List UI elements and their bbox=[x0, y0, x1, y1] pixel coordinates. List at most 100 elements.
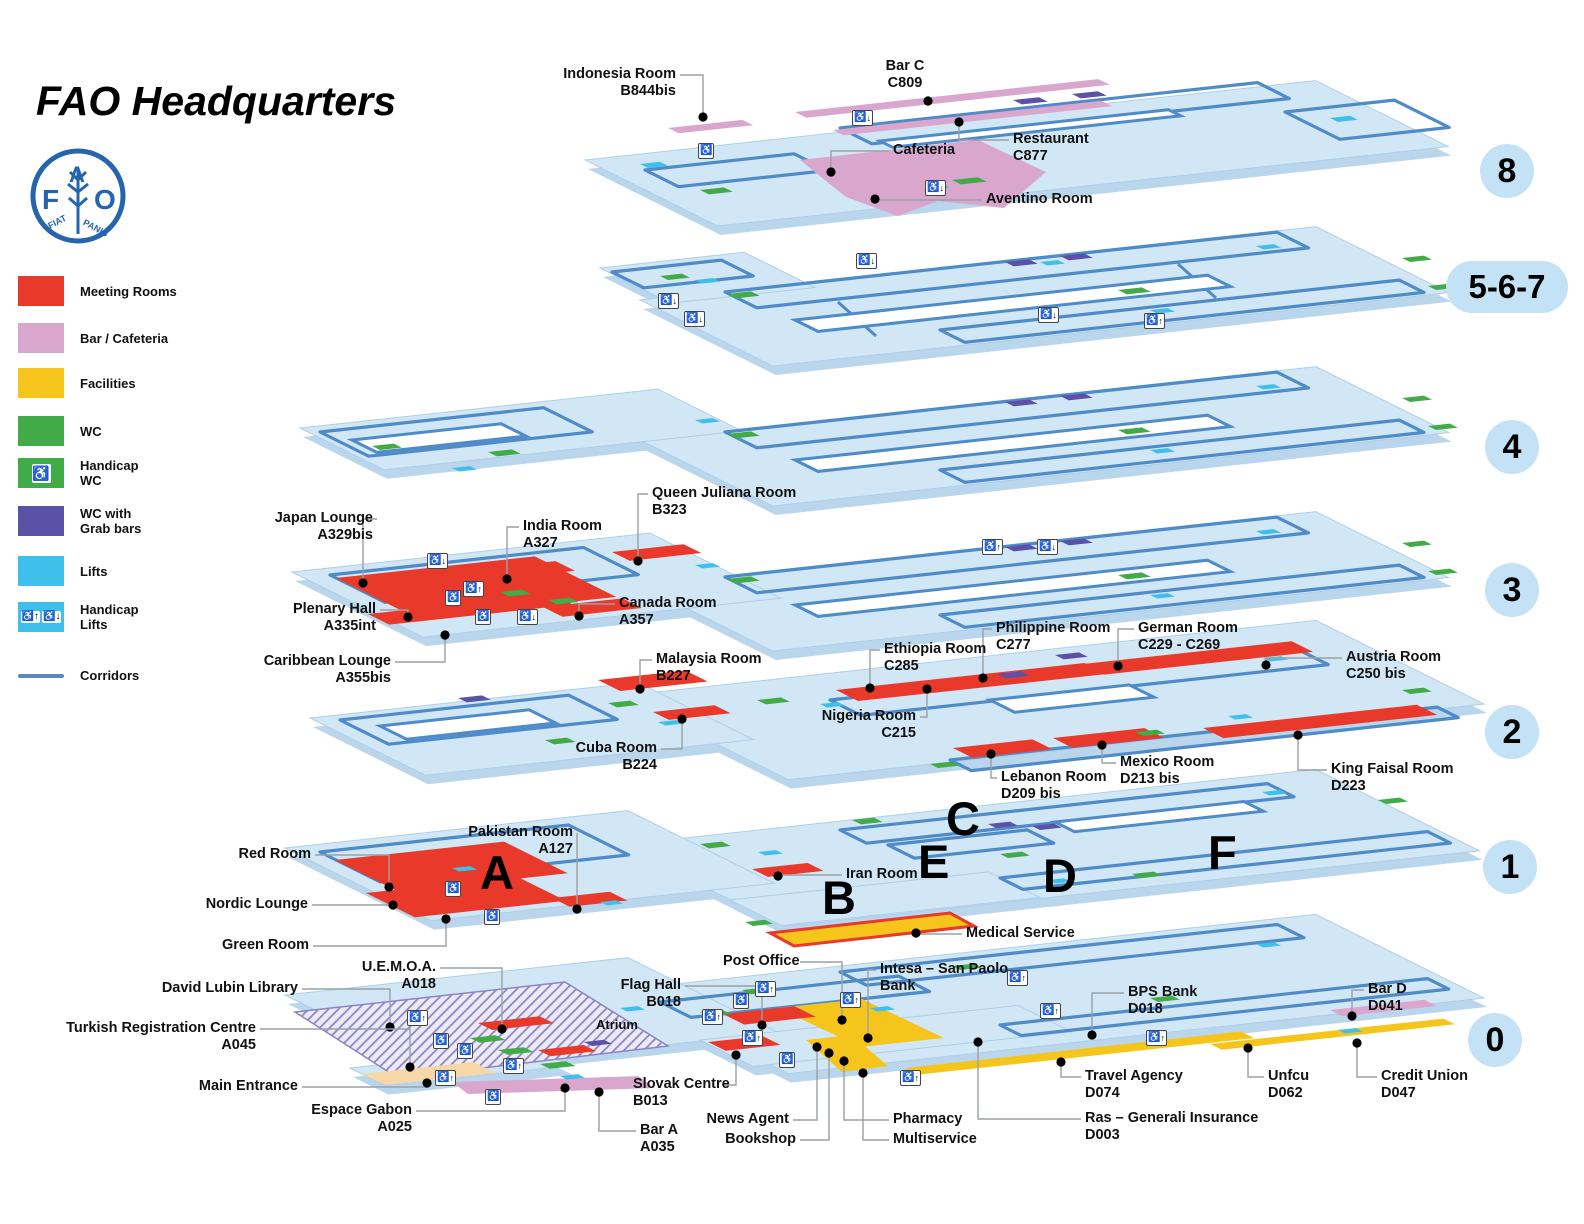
room-name: Espace Gabon bbox=[311, 1102, 412, 1118]
leader-line bbox=[416, 1088, 566, 1112]
room-name: Nordic Lounge bbox=[205, 896, 308, 912]
floor-3-purple-patch bbox=[1060, 538, 1093, 546]
legend-label: Bar / Cafeteria bbox=[80, 330, 169, 346]
floor-5-6-7-green-patch bbox=[1118, 287, 1151, 295]
leader-line bbox=[1356, 1043, 1377, 1078]
leader-line bbox=[867, 969, 876, 1038]
handicap-wc-icon: ♿ bbox=[445, 590, 462, 606]
leader-line bbox=[958, 122, 1009, 141]
handicap-lift-up-icon: ♿↑ bbox=[1040, 1003, 1061, 1019]
room-name: Nigeria Room bbox=[821, 708, 916, 724]
fao-logo: F O A FIAT PANIS bbox=[30, 148, 126, 244]
floor-4-green-patch bbox=[488, 449, 521, 457]
floor-1-corridor-loop bbox=[998, 829, 1453, 892]
floor-0-area bbox=[806, 1035, 888, 1072]
floor-1-cyan-patch bbox=[600, 900, 623, 906]
floor-1-red-patch bbox=[366, 876, 566, 918]
floor-1-cyan-patch bbox=[1048, 878, 1071, 884]
floor-2-red-patch bbox=[598, 670, 708, 691]
building-letter-a: A bbox=[480, 846, 514, 899]
leader-line bbox=[1351, 989, 1364, 1016]
room-name: Queen Juliana Room bbox=[652, 485, 797, 501]
location-dot bbox=[824, 1048, 834, 1058]
floor-8-pink-patch bbox=[668, 119, 754, 134]
handicap-lift-down-icon: ♿↓ bbox=[427, 553, 448, 569]
legend-item-lifts: Lifts bbox=[18, 556, 107, 586]
handicap-lift-up-icon: ♿↑ bbox=[435, 1070, 456, 1086]
room-code: A335int bbox=[323, 618, 376, 634]
room-name: Aventino Room bbox=[986, 191, 1093, 207]
handicap-lift-down-icon: ♿↓ bbox=[517, 609, 538, 625]
handicap-wc-icon: ♿ bbox=[433, 1033, 450, 1049]
room-code: C877 bbox=[1013, 148, 1048, 164]
location-dot bbox=[812, 1042, 822, 1052]
floor-badge-0: 0 bbox=[1468, 1013, 1522, 1067]
legend-swatch: ♿↑♿↓ bbox=[18, 602, 64, 632]
handicap-lift-down-icon: ♿↓ bbox=[856, 253, 877, 269]
room-code: C277 bbox=[996, 637, 1031, 653]
page-title: FAO Headquarters bbox=[36, 78, 396, 124]
svg-text:O: O bbox=[94, 184, 116, 215]
location-dot bbox=[441, 914, 451, 924]
floor-8-purple-patch bbox=[1013, 97, 1048, 105]
room-code: A035 bbox=[640, 1139, 675, 1155]
floor-3-cyan-patch bbox=[1150, 593, 1175, 599]
floor-3-red-patch bbox=[612, 544, 702, 561]
room-code: D074 bbox=[1085, 1085, 1120, 1101]
leader-line bbox=[1101, 745, 1116, 764]
floor-1-area bbox=[765, 911, 979, 948]
floor-0-cyan-patch bbox=[560, 1074, 585, 1080]
floor-5-6-7-cyan-patch bbox=[1040, 260, 1065, 266]
floor-1-green-patch bbox=[700, 841, 731, 849]
leader-line bbox=[661, 719, 683, 750]
room-code: D213 bis bbox=[1120, 771, 1180, 787]
room-code: D018 bbox=[1128, 1001, 1163, 1017]
floor-2-green-patch bbox=[1402, 687, 1432, 694]
floor-2-green-patch bbox=[757, 697, 790, 705]
floor-0-cyan-patch bbox=[870, 1006, 895, 1012]
floor-1-slab bbox=[618, 768, 1482, 927]
leader-line bbox=[260, 1028, 411, 1067]
room-code: A127 bbox=[538, 841, 573, 857]
handicap-wc-icon: ♿ bbox=[475, 609, 492, 625]
floor-2-purple-patch bbox=[1055, 652, 1088, 660]
room-label-nordic-lounge: Nordic Lounge bbox=[206, 896, 308, 913]
leader-line bbox=[862, 1073, 889, 1141]
legend-label: Handicap Lifts bbox=[80, 602, 139, 632]
legend-item-corridors: Corridors bbox=[18, 668, 139, 683]
location-dot bbox=[1261, 660, 1271, 670]
floor-4-plate bbox=[298, 366, 1458, 515]
floor-1-red-patch bbox=[552, 891, 628, 907]
floor-5-6-7-cyan-patch bbox=[1150, 308, 1175, 314]
room-name: Intesa – San Paolo bbox=[880, 961, 1009, 977]
floor-badge-5-6-7: 5-6-7 bbox=[1446, 261, 1568, 313]
room-code: A327 bbox=[523, 535, 558, 551]
floor-8-pink-patch bbox=[833, 100, 1112, 136]
leader-line bbox=[315, 854, 390, 887]
floor-4-purple-patch bbox=[1060, 393, 1093, 401]
room-label-post-office: Post Office bbox=[723, 953, 800, 970]
floor-4-green-patch bbox=[1118, 427, 1151, 435]
floor-3-green-patch bbox=[727, 576, 760, 584]
floor-1-green-patch bbox=[1000, 851, 1030, 858]
floor-8-green-patch bbox=[700, 187, 733, 195]
room-name: Bar D bbox=[1368, 981, 1407, 997]
floor-4-green-patch bbox=[372, 443, 402, 450]
leader-line bbox=[723, 1055, 737, 1086]
floor-2-red-patch bbox=[1203, 704, 1438, 739]
room-name: Cafeteria bbox=[893, 142, 956, 158]
room-name: Pharmacy bbox=[893, 1111, 963, 1127]
room-code: C229 - C269 bbox=[1138, 637, 1221, 653]
floor-badge-3: 3 bbox=[1485, 563, 1539, 617]
